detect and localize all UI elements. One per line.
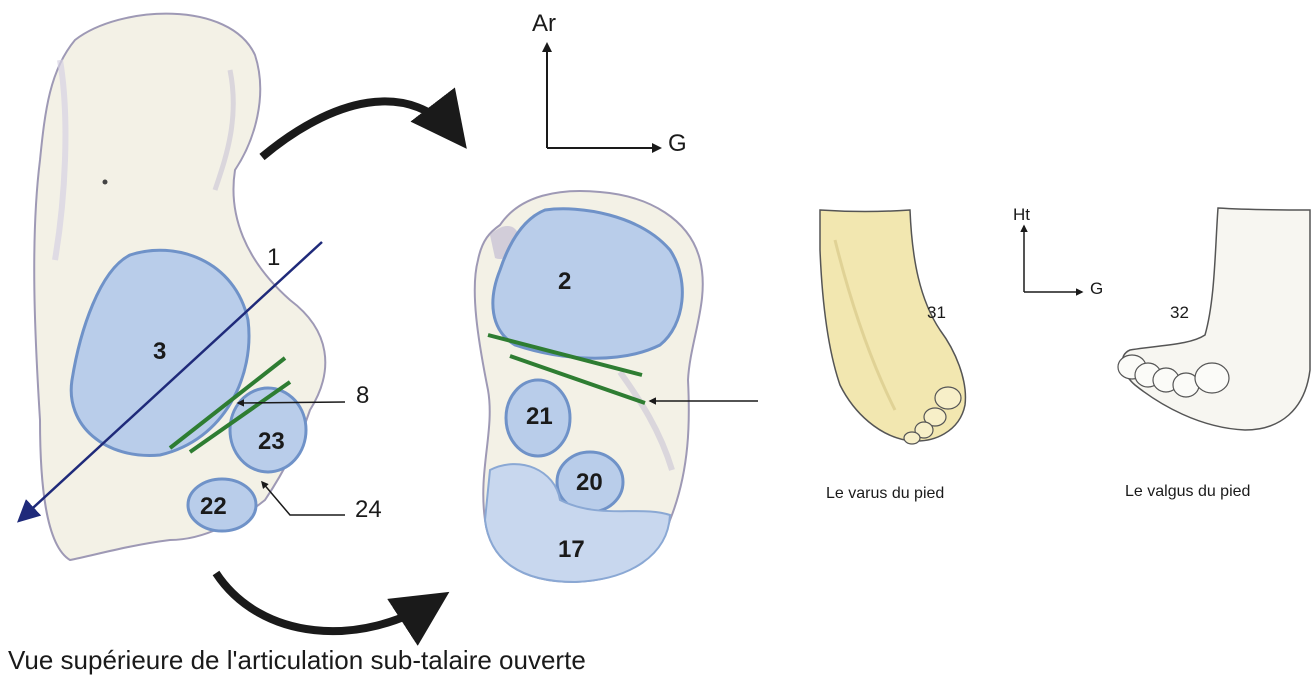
label-calc-facet-2: 2 — [558, 268, 571, 296]
label-pointer-8: 8 — [356, 382, 369, 410]
valgus-foot-illustration — [1118, 208, 1310, 430]
axis-small-up-label: Ht — [1013, 205, 1030, 225]
label-facet-20: 20 — [576, 469, 603, 497]
axis-main-right-label: G — [668, 130, 687, 158]
label-facet-17: 17 — [558, 536, 585, 564]
label-line-1: 1 — [267, 244, 280, 272]
label-facet-22: 22 — [200, 493, 227, 521]
label-facet-23: 23 — [258, 428, 285, 456]
label-foot-31: 31 — [927, 303, 946, 323]
label-talus-facet-3: 3 — [153, 338, 166, 366]
axis-main-up-label: Ar — [532, 10, 556, 38]
main-caption: Vue supérieure de l'articulation sub-tal… — [8, 645, 586, 676]
caption-valgus: Le valgus du pied — [1125, 483, 1250, 501]
varus-foot-illustration — [820, 210, 965, 444]
label-foot-32: 32 — [1170, 303, 1189, 323]
caption-varus: Le varus du pied — [826, 485, 944, 503]
axis-small-right-label: G — [1090, 279, 1103, 299]
label-facet-21: 21 — [526, 403, 553, 431]
pointer-8-line — [238, 402, 345, 403]
curved-arrow-top — [262, 101, 460, 157]
curved-arrow-bottom — [216, 573, 440, 631]
label-pointer-24: 24 — [355, 496, 382, 524]
